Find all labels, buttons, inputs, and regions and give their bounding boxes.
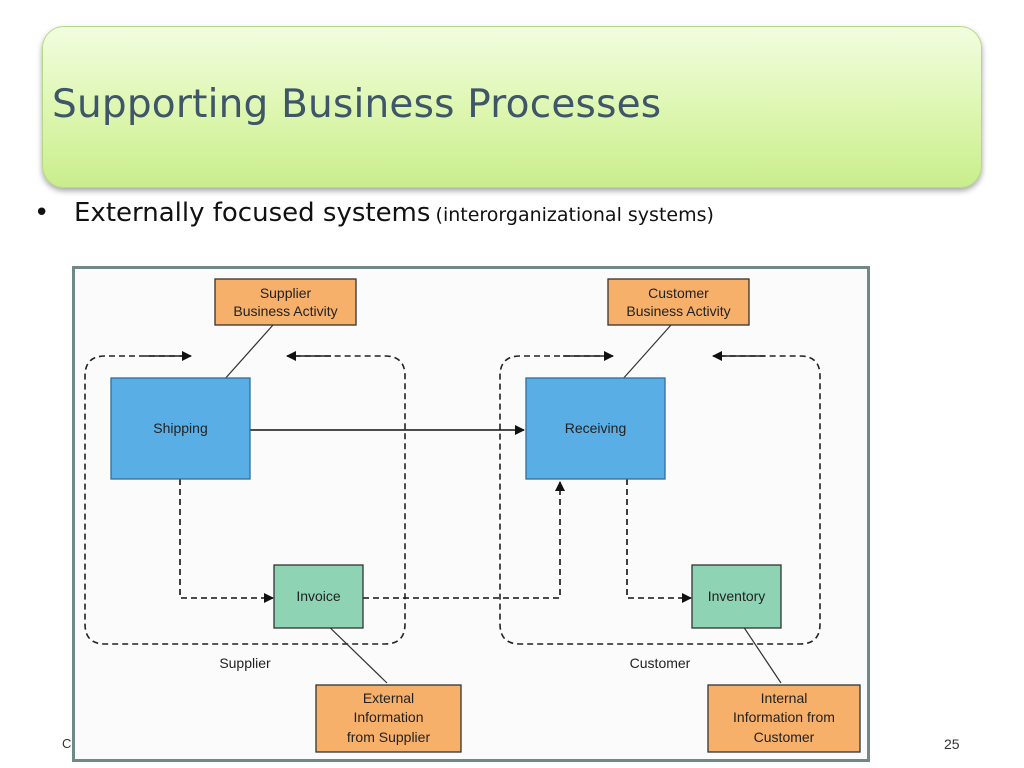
bullet-item: • Externally focused systems (interorgani… xyxy=(34,198,714,228)
receiving-to-inventory-flow xyxy=(626,479,692,603)
inventory-node: Inventory xyxy=(691,564,782,629)
customer-group-label: Customer xyxy=(630,655,691,671)
bullet-main-text: Externally focused systems xyxy=(74,198,431,228)
shipping-node: Shipping xyxy=(110,377,251,480)
customer-activity-note: Customer Business Activity xyxy=(607,278,750,326)
invoice-node: Invoice xyxy=(273,564,364,629)
receiving-node: Receiving xyxy=(525,377,666,480)
bullet-sub-text: (interorganizational systems) xyxy=(435,204,714,226)
external-info-line-2: Information xyxy=(353,709,423,725)
internal-info-line-3: Customer xyxy=(754,729,815,745)
customer-activity-line-2: Business Activity xyxy=(626,303,730,319)
shipping-label: Shipping xyxy=(153,420,208,436)
footer-text: Co xyxy=(62,736,72,751)
internal-info-line-2: Information from xyxy=(733,709,835,725)
shipping-to-invoice-flow xyxy=(179,479,274,603)
receiving-label: Receiving xyxy=(565,420,626,436)
external-info-note: External Information from Supplier xyxy=(315,684,462,753)
supplier-group-boundary xyxy=(84,355,406,645)
process-diagram: Shipping Receiving Invoice Inventory Sup… xyxy=(84,278,861,753)
bullet-dot-icon: • xyxy=(34,198,50,228)
internal-info-line-1: Internal xyxy=(761,690,808,706)
diagram-frame: Shipping Receiving Invoice Inventory Sup… xyxy=(72,266,870,762)
invoice-to-receiving-flow xyxy=(363,481,565,599)
customer-activity-line-1: Customer xyxy=(648,285,709,301)
supplier-activity-line-2: Business Activity xyxy=(233,303,337,319)
supplier-activity-line-1: Supplier xyxy=(260,285,312,301)
title-banner xyxy=(42,26,982,188)
supplier-activity-note: Supplier Business Activity xyxy=(214,278,357,326)
inventory-label: Inventory xyxy=(708,588,766,604)
external-info-line-1: External xyxy=(363,690,414,706)
supplier-group-label: Supplier xyxy=(219,655,271,671)
customer-group-boundary xyxy=(499,355,821,645)
slide-title: Supporting Business Processes xyxy=(52,82,662,127)
internal-info-note: Internal Information from Customer xyxy=(707,684,861,753)
page-number: 25 xyxy=(944,736,960,752)
invoice-label: Invoice xyxy=(296,588,341,604)
external-info-line-3: from Supplier xyxy=(347,729,431,745)
